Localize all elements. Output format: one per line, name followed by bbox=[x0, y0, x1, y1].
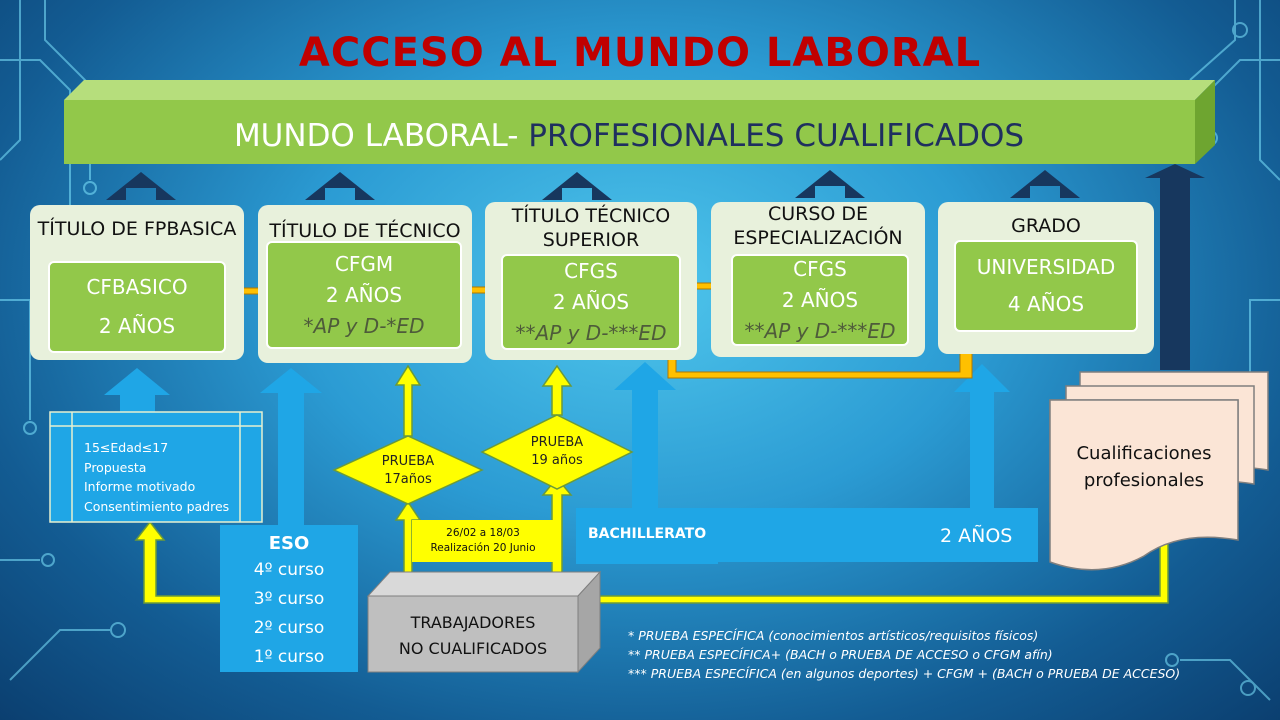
card-superior-inner: CFGS 2 AÑOS **AP y D-***ED bbox=[501, 254, 681, 350]
cualificaciones-up-arrow bbox=[1145, 164, 1205, 370]
cualificaciones-line1: Cualificaciones bbox=[1076, 443, 1212, 464]
fpb-up-arrow bbox=[104, 368, 170, 412]
footnote-2: ** PRUEBA ESPECÍFICA+ (BACH o PRUEBA DE … bbox=[628, 647, 1053, 662]
card-superior-line2: 2 AÑOS bbox=[552, 289, 630, 314]
prueba-gs-text: PRUEBA 19 años bbox=[513, 433, 601, 471]
card-especializacion-line2: 2 AÑOS bbox=[781, 287, 859, 312]
banner-box bbox=[64, 80, 1215, 164]
card-superior-head: TÍTULO TÉCNICO SUPERIOR bbox=[511, 205, 671, 251]
card-especializacion: CURSO DE ESPECIALIZACIÓN CFGS 2 AÑOS **A… bbox=[711, 202, 925, 357]
card-fpbasica-head: TÍTULO DE FPBASICA bbox=[37, 218, 237, 240]
eso-course-4: 4º curso bbox=[253, 560, 325, 580]
bachillerato-label: BACHILLERATO bbox=[588, 526, 707, 542]
card-grado-line2: 4 AÑOS bbox=[1007, 292, 1085, 316]
banner-title: MUNDO LABORAL- PROFESIONALES CUALIFICADO… bbox=[64, 110, 1194, 162]
fpb-requirements-box bbox=[49, 411, 263, 523]
card-grado-head: GRADO bbox=[1011, 215, 1081, 237]
cualificaciones-text: Cualificaciones profesionales bbox=[1052, 432, 1236, 502]
eso-title: ESO bbox=[268, 533, 310, 554]
prueba-gm-text: PRUEBA 17años bbox=[364, 452, 452, 490]
prueba-gm-label: PRUEBA bbox=[381, 454, 435, 469]
up-arrows-to-banner bbox=[106, 164, 1205, 370]
card-tecnico-superior: TÍTULO TÉCNICO SUPERIOR CFGS 2 AÑOS **AP… bbox=[485, 202, 697, 360]
trabajadores-line2: NO CUALIFICADOS bbox=[398, 639, 548, 658]
fpb-req-propuesta: Propuesta bbox=[84, 459, 147, 475]
card-tecnico-line2: 2 AÑOS bbox=[325, 282, 403, 307]
card-especializacion-inner: CFGS 2 AÑOS **AP y D-***ED bbox=[731, 254, 909, 346]
banner-dark-text: PROFESIONALES CUALIFICADOS bbox=[528, 118, 1025, 154]
card-superior-line1: CFGS bbox=[564, 258, 618, 283]
footnote-1: * PRUEBA ESPECÍFICA (conocimientos artís… bbox=[628, 628, 1039, 643]
fpb-req-age: 15≤Edad≤17 bbox=[84, 440, 169, 455]
page-title: ACCESO AL MUNDO LABORAL bbox=[298, 30, 982, 76]
sky-arrows bbox=[104, 362, 1010, 525]
card-especializacion-head: CURSO DE ESPECIALIZACIÓN bbox=[733, 203, 903, 249]
prueba-gs-label: PRUEBA bbox=[530, 435, 584, 450]
banner-light-text: MUNDO LABORAL- bbox=[233, 118, 519, 154]
bachillerato-bar bbox=[576, 508, 1038, 562]
cualificaciones-docs bbox=[1049, 371, 1269, 571]
card-tecnico-head: TÍTULO DE TÉCNICO bbox=[269, 220, 461, 242]
eso-course-3: 3º curso bbox=[253, 589, 325, 609]
cualificaciones-line2: profesionales bbox=[1083, 470, 1205, 491]
card-grado-inner: UNIVERSIDAD 4 AÑOS bbox=[954, 240, 1138, 332]
trabajadores-text: TRABAJADORES NO CUALIFICADOS bbox=[368, 606, 578, 666]
prueba-gs-diamond bbox=[480, 414, 634, 490]
card-grado: GRADO UNIVERSIDAD 4 AÑOS bbox=[938, 202, 1154, 354]
card-tecnico-inner: CFGM 2 AÑOS *AP y D-*ED bbox=[266, 241, 462, 349]
card-fpbasica-inner: CFBASICO 2 AÑOS bbox=[48, 261, 226, 353]
card-grado-line1: UNIVERSIDAD bbox=[976, 255, 1116, 279]
bach-up-arrow-2 bbox=[954, 364, 1010, 508]
card-fpbasica-line1: CFBASICO bbox=[86, 275, 188, 299]
prueba-gs-age: 19 años bbox=[531, 453, 583, 468]
eso-course-1: 1º curso bbox=[253, 647, 325, 667]
footnotes: * PRUEBA ESPECÍFICA (conocimientos artís… bbox=[628, 626, 1248, 683]
dates-range: 26/02 a 18/03 bbox=[446, 527, 520, 539]
yellow-arrows bbox=[134, 364, 1178, 604]
fpb-requirements-list: 15≤Edad≤17 Propuesta Informe motivado Co… bbox=[84, 438, 244, 516]
prueba-gm-age: 17años bbox=[384, 472, 432, 487]
card-fpbasica: TÍTULO DE FPBASICA CFBASICO 2 AÑOS bbox=[30, 205, 244, 360]
card-especializacion-note: **AP y D-***ED bbox=[744, 318, 896, 343]
card-fpbasica-line2: 2 AÑOS bbox=[98, 314, 176, 338]
trabajadores-line1: TRABAJADORES bbox=[410, 613, 536, 632]
fpb-req-consentimiento: Consentimiento padres bbox=[84, 498, 230, 514]
dates-box bbox=[412, 520, 554, 562]
dates-text: 26/02 a 18/03 Realización 20 Junio bbox=[412, 521, 554, 561]
prueba-gm-diamond bbox=[332, 435, 484, 505]
dates-exam: Realización 20 Junio bbox=[430, 542, 536, 554]
eso-up-arrow bbox=[260, 368, 322, 525]
footnote-3: *** PRUEBA ESPECÍFICA (en algunos deport… bbox=[628, 666, 1181, 681]
eso-course-list: 4º curso 3º curso 2º curso 1º curso bbox=[220, 556, 358, 672]
eso-box: ESO 4º curso 3º curso 2º curso 1º curso bbox=[220, 525, 358, 672]
card-superior-note: **AP y D-***ED bbox=[515, 320, 667, 345]
card-tecnico-note: *AP y D-*ED bbox=[303, 313, 425, 338]
bachillerato-duration: 2 AÑOS bbox=[940, 525, 1013, 547]
eso-course-2: 2º curso bbox=[253, 618, 325, 638]
card-especializacion-line1: CFGS bbox=[793, 256, 847, 281]
bach-up-arrow-1 bbox=[614, 362, 676, 508]
fpb-req-informe: Informe motivado bbox=[84, 479, 196, 494]
trabajadores-box bbox=[366, 570, 602, 674]
bachillerato-bar-tail bbox=[576, 560, 718, 564]
card-tecnico-line1: CFGM bbox=[334, 251, 394, 276]
card-tecnico: TÍTULO DE TÉCNICO CFGM 2 AÑOS *AP y D-*E… bbox=[258, 205, 472, 363]
